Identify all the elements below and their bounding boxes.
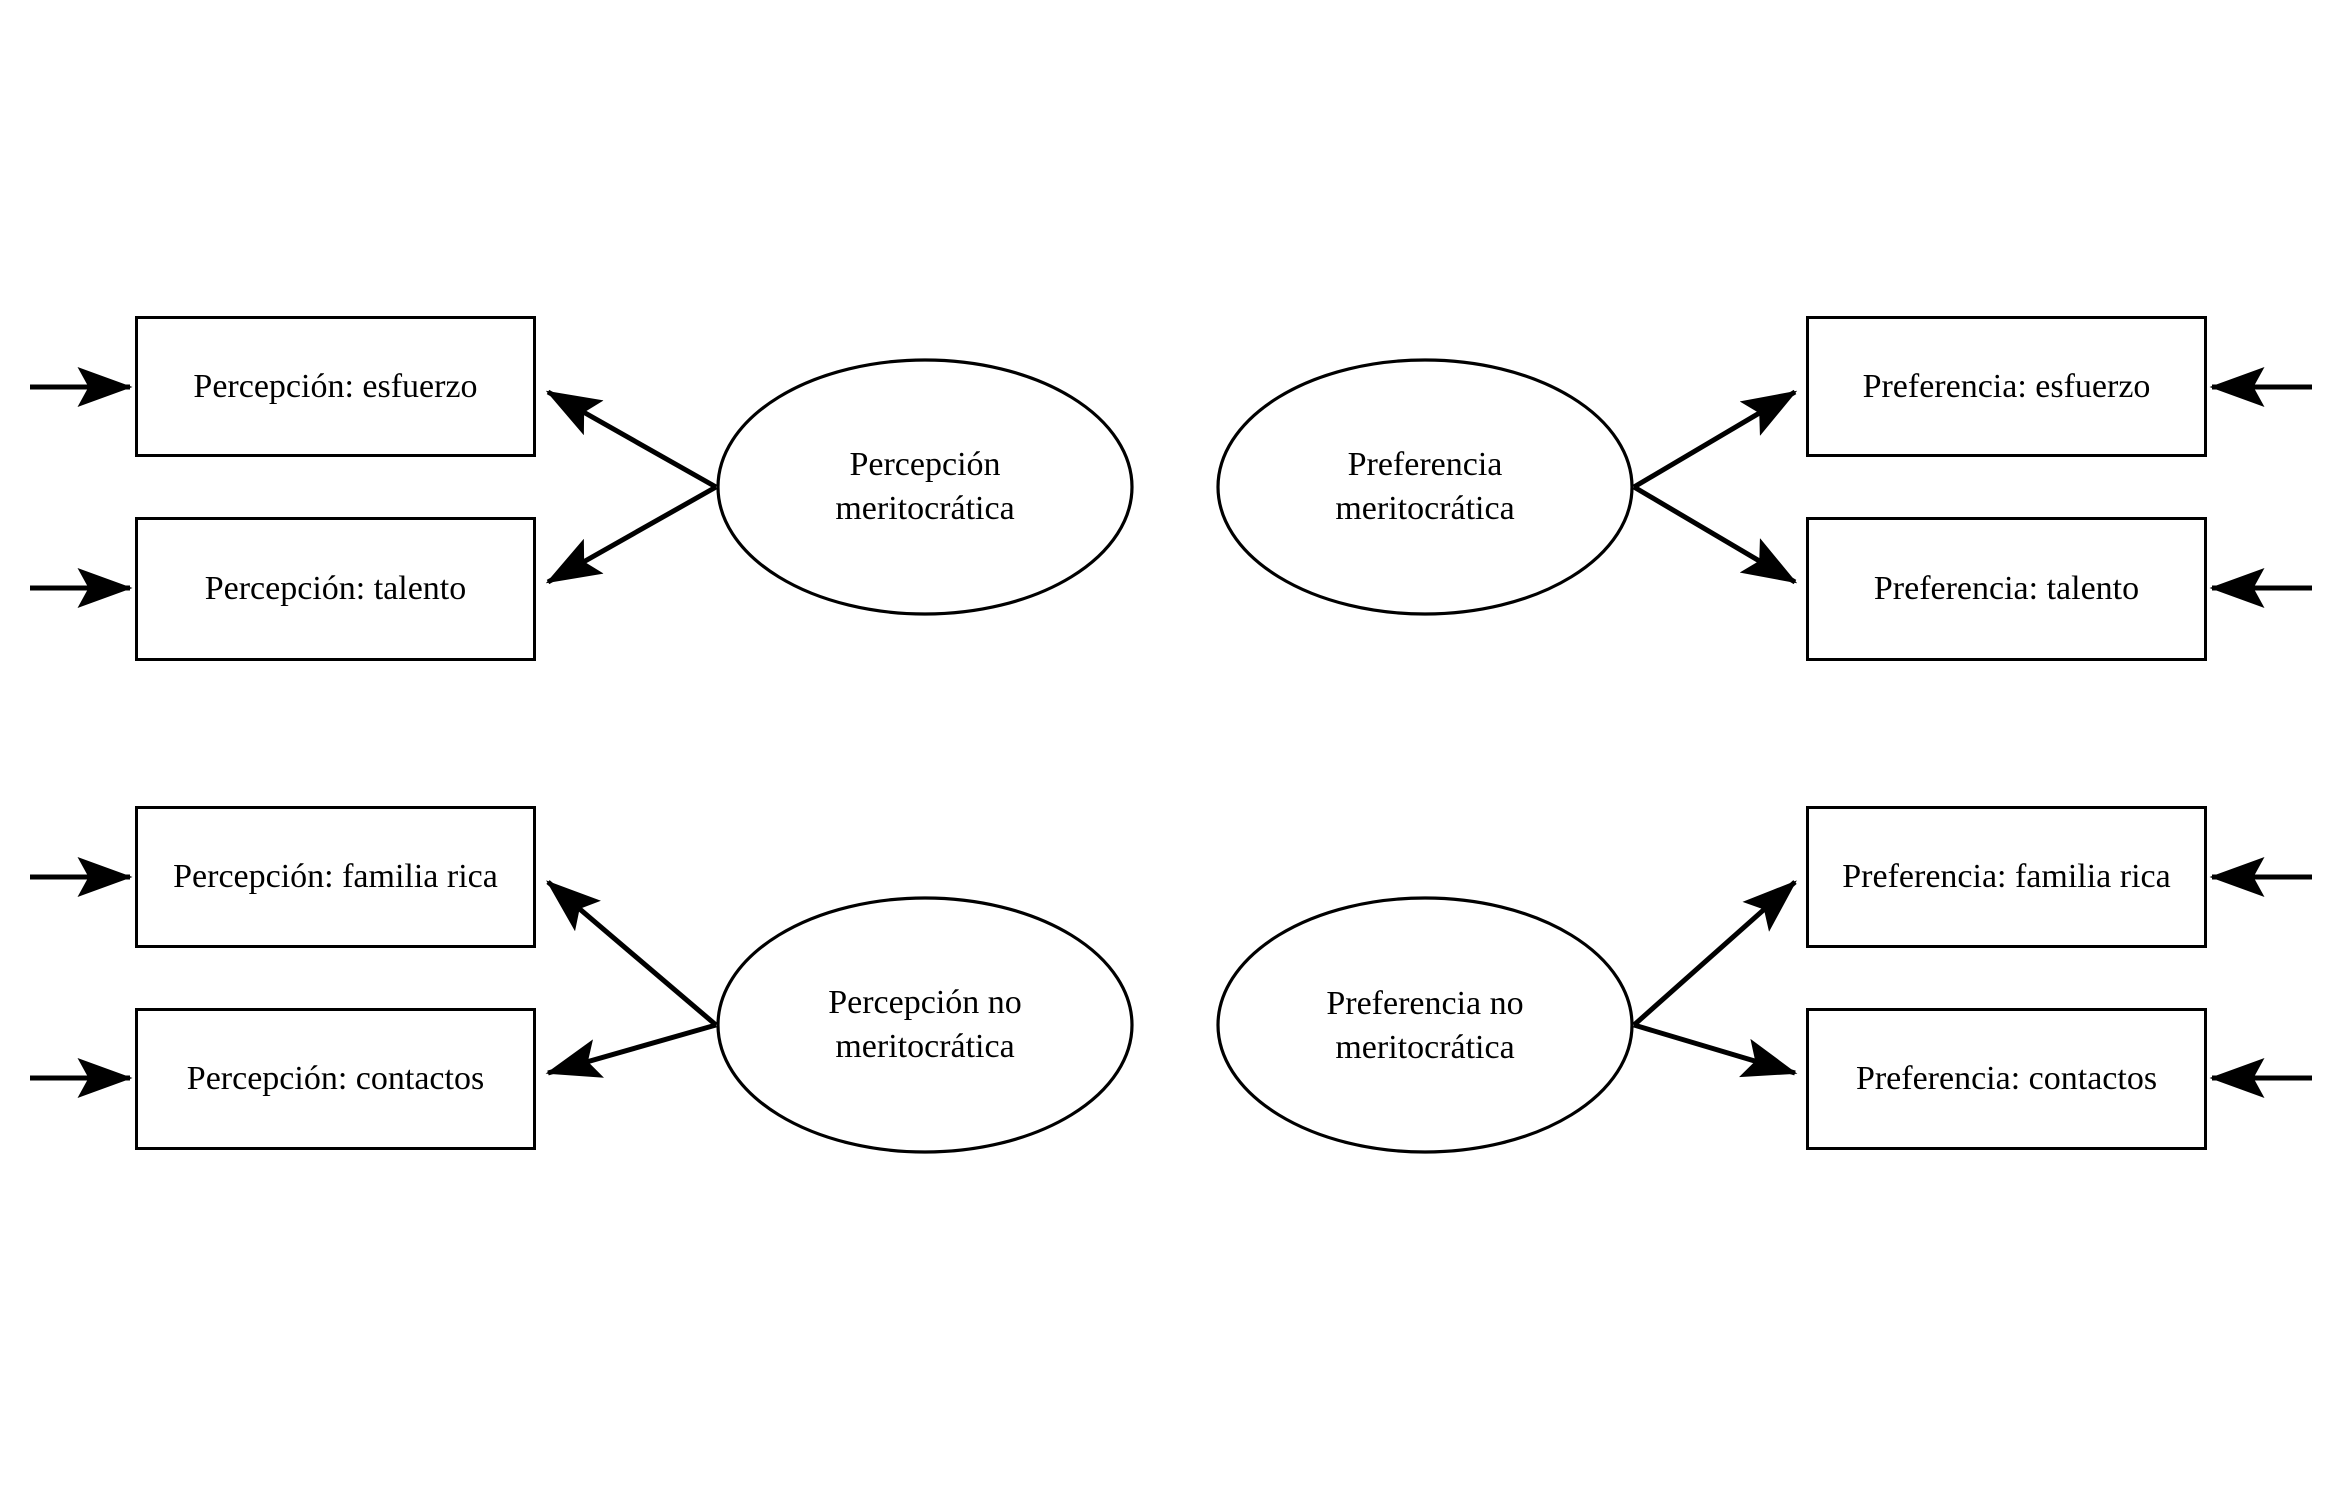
oval-label: Preferencia meritocrática [1335, 446, 1515, 527]
box-label: Percepción: esfuerzo [193, 367, 478, 405]
arrow-oval-bl-to-box-familia-rica [546, 880, 718, 1027]
oval-label: Percepción no meritocrática [828, 984, 1022, 1065]
arrow-oval-bl-to-box-contactos [545, 1022, 717, 1078]
arrow-oval-br-to-box-contactos [1633, 1022, 1798, 1078]
box-label: Percepción: contactos [186, 1060, 485, 1098]
oval-label: Preferencia no meritocrática [1326, 985, 1524, 1066]
arrow-oval-tr-to-box-esfuerzo [1632, 389, 1798, 490]
box-label: Preferencia: contactos [1855, 1060, 2158, 1098]
oval-label-wrap-percepcion-meritocratica: Percepción meritocrática [770, 400, 1080, 574]
oval-percepcion-no-meritocratica[interactable] [716, 896, 1134, 1154]
box-preferencia-familia-rica[interactable]: Preferencia: familia rica [1806, 806, 2207, 948]
oval-label-wrap-preferencia-meritocratica: Preferencia meritocrática [1270, 400, 1580, 574]
oval-label: Percepción meritocrática [835, 446, 1015, 527]
oval-preferencia-no-meritocratica[interactable] [1216, 896, 1634, 1154]
box-percepcion-familia-rica[interactable]: Percepción: familia rica [135, 806, 536, 948]
box-label: Preferencia: esfuerzo [1862, 367, 2151, 405]
oval-label-wrap-percepcion-no-meritocratica: Percepción no meritocrática [762, 938, 1088, 1112]
box-label: Preferencia: talento [1873, 570, 2140, 608]
box-preferencia-talento[interactable]: Preferencia: talento [1806, 517, 2207, 661]
box-percepcion-esfuerzo[interactable]: Percepción: esfuerzo [135, 316, 536, 457]
box-label: Preferencia: familia rica [1842, 858, 2171, 896]
oval-label-wrap-preferencia-no-meritocratica: Preferencia no meritocrática [1300, 928, 1550, 1124]
arrow-oval-br-to-box-familia-rica [1632, 880, 1797, 1027]
box-preferencia-esfuerzo[interactable]: Preferencia: esfuerzo [1806, 316, 2207, 457]
box-preferencia-contactos[interactable]: Preferencia: contactos [1806, 1008, 2207, 1150]
arrow-oval-tl-to-box-talento [545, 484, 718, 585]
box-percepcion-talento[interactable]: Percepción: talento [135, 517, 536, 661]
box-label: Percepción: familia rica [173, 858, 498, 896]
box-percepcion-contactos[interactable]: Percepción: contactos [135, 1008, 536, 1150]
arrow-oval-tr-to-box-talento [1632, 484, 1798, 585]
oval-preferencia-meritocratica[interactable] [1216, 358, 1634, 616]
oval-percepcion-meritocratica[interactable] [716, 358, 1134, 616]
arrow-oval-tl-to-box-esfuerzo [545, 389, 718, 490]
box-label: Percepción: talento [204, 570, 467, 608]
